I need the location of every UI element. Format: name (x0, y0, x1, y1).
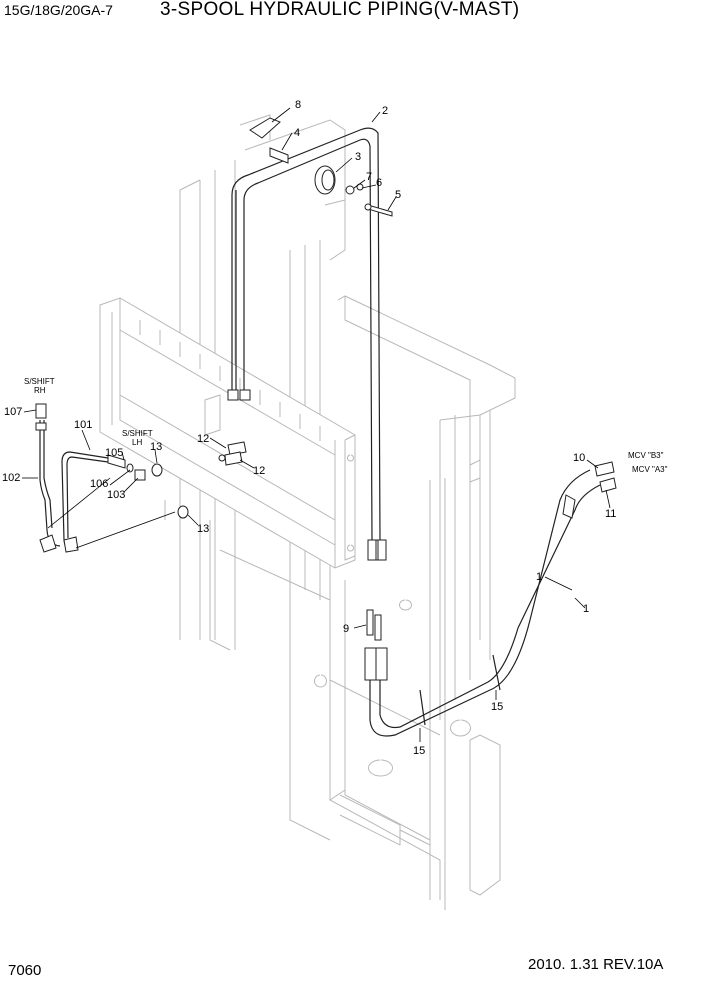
callout-12-lower: 12 (253, 465, 265, 477)
pulley-assembly (249, 117, 393, 217)
callout-105: 105 (105, 447, 123, 459)
callout-1-upper: 1 (536, 571, 542, 583)
fitting-9 (366, 609, 382, 641)
callout-15-upper: 15 (491, 701, 503, 713)
annotation-sshift-lh-line2: LH (132, 438, 142, 447)
callout-8: 8 (295, 99, 301, 111)
callout-1-lower: 1 (583, 603, 589, 615)
callout-10: 10 (573, 452, 585, 464)
annotation-mcv-b3: MCV "B3" (628, 451, 664, 460)
callout-labels: 8 2 4 3 7 6 5 9 10 11 1 1 12 12 13 13 15… (2, 99, 668, 757)
callout-12-upper: 12 (197, 433, 209, 445)
shift-hose-right (364, 461, 617, 737)
callout-102: 102 (2, 472, 20, 484)
annotation-mcv-a3: MCV "A3" (632, 465, 668, 474)
callout-6: 6 (376, 177, 382, 189)
callout-15-lower: 15 (413, 745, 425, 757)
page-number: 7060 (8, 962, 42, 979)
callout-11: 11 (605, 508, 616, 520)
annotation-sshift-lh-line1: S/SHIFT (122, 429, 153, 438)
model-number: 15G/18G/20GA-7 (4, 2, 113, 18)
callout-5: 5 (395, 189, 401, 201)
callout-13-lower: 13 (197, 523, 209, 535)
callout-4: 4 (294, 127, 300, 139)
callout-103: 103 (107, 489, 125, 501)
callout-2: 2 (382, 105, 388, 117)
annotation-sshift-rh-line2: RH (34, 386, 46, 395)
sideshift-hose-left (35, 403, 189, 553)
callout-7: 7 (366, 171, 372, 183)
callout-3: 3 (355, 151, 361, 163)
callout-101: 101 (74, 419, 92, 431)
callout-107: 107 (4, 406, 22, 418)
callout-9: 9 (343, 623, 349, 635)
annotation-sshift-rh-line1: S/SHIFT (24, 377, 55, 386)
callout-13-upper: 13 (150, 441, 162, 453)
tee-fittings-12 (218, 441, 247, 466)
callout-106: 106 (90, 478, 108, 490)
leader-lines (22, 107, 611, 742)
revision-date: 2010. 1.31 REV.10A (528, 956, 664, 973)
lift-hose-loop (227, 127, 387, 561)
page-title: 3-SPOOL HYDRAULIC PIPING(V-MAST) (160, 0, 520, 20)
